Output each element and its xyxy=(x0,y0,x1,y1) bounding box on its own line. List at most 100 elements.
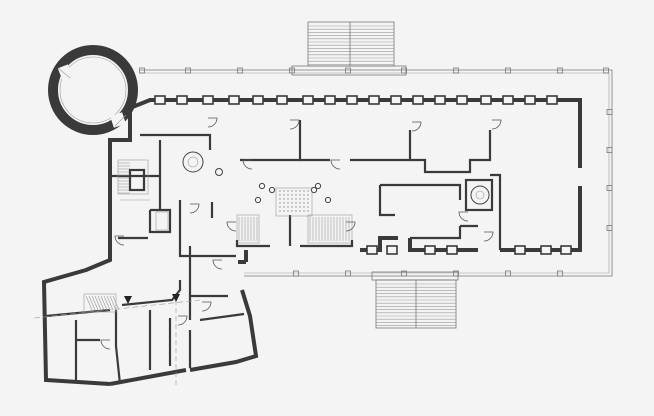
window-reveal xyxy=(560,245,572,255)
landing-dot xyxy=(283,190,285,192)
landing-dot xyxy=(283,198,285,200)
stair-tread xyxy=(112,295,120,311)
door-swing xyxy=(458,211,469,222)
landing-dot xyxy=(287,198,289,200)
window-reveal xyxy=(502,95,514,105)
door-swing xyxy=(411,121,422,132)
landing-dot xyxy=(291,194,293,196)
door-swing xyxy=(345,221,356,232)
column xyxy=(258,182,266,190)
window-reveal xyxy=(514,245,526,255)
window-reveal xyxy=(386,245,398,255)
colonnade-post xyxy=(345,67,351,74)
colonnade-post xyxy=(453,67,459,74)
colonnade-post xyxy=(606,225,613,231)
colonnade-post xyxy=(139,67,145,74)
landing-dot xyxy=(303,206,305,208)
window-reveal xyxy=(540,245,552,255)
landing-dot xyxy=(307,198,309,200)
window-reveal xyxy=(302,95,314,105)
landing-dot xyxy=(307,194,309,196)
landing-dot xyxy=(291,210,293,212)
window-reveal xyxy=(228,95,240,105)
colonnade-post xyxy=(606,147,613,153)
stair-tread xyxy=(94,295,102,311)
landing-dot xyxy=(303,190,305,192)
colonnade-post xyxy=(505,67,511,74)
window-reveal xyxy=(456,95,468,105)
west-wing xyxy=(33,112,259,386)
window-reveal xyxy=(446,245,458,255)
main-hall xyxy=(129,95,582,262)
door-swing xyxy=(226,221,237,232)
landing-dot xyxy=(307,190,309,192)
landing-dot xyxy=(287,194,289,196)
stair-tread xyxy=(103,295,111,311)
landing-dot xyxy=(307,202,309,204)
window-reveal xyxy=(366,245,378,255)
landing-dot xyxy=(303,198,305,200)
window-reveal xyxy=(276,95,288,105)
window-reveal xyxy=(546,95,558,105)
window-reveal xyxy=(434,95,446,105)
landing-dot xyxy=(291,202,293,204)
door-swing xyxy=(177,315,188,326)
landing-dot xyxy=(307,210,309,212)
landing-dot xyxy=(299,198,301,200)
window-reveal xyxy=(202,95,214,105)
landing-dot xyxy=(279,198,281,200)
door-swing xyxy=(212,259,223,270)
landing-dot xyxy=(279,206,281,208)
landing-dot xyxy=(295,202,297,204)
door-swing xyxy=(100,339,111,350)
column xyxy=(324,196,332,204)
landing-dot xyxy=(295,206,297,208)
window-reveal xyxy=(346,95,358,105)
colonnade-post xyxy=(557,67,563,74)
stair-tread xyxy=(106,295,114,311)
window-reveal xyxy=(424,245,436,255)
column xyxy=(254,196,262,204)
landing-dot xyxy=(295,190,297,192)
landing-dot xyxy=(279,190,281,192)
stair-tread xyxy=(100,295,108,311)
column xyxy=(310,186,318,194)
landing-dot xyxy=(283,194,285,196)
landing-dot xyxy=(295,198,297,200)
south-staircase xyxy=(371,271,459,329)
stair-tread xyxy=(97,295,105,311)
window-reveal xyxy=(412,95,424,105)
column xyxy=(268,186,276,194)
landing-dot xyxy=(299,194,301,196)
door-swing xyxy=(201,301,212,312)
door-swing xyxy=(114,235,125,246)
landing-dot xyxy=(303,202,305,204)
landing-dot xyxy=(283,202,285,204)
landing-dot xyxy=(299,190,301,192)
colonnade-post xyxy=(237,67,243,74)
landing-dot xyxy=(295,210,297,212)
landing-dot xyxy=(295,194,297,196)
landing-dot xyxy=(279,194,281,196)
colonnade-post xyxy=(453,270,459,277)
landing-dot xyxy=(303,194,305,196)
colonnade-post xyxy=(606,109,613,115)
column xyxy=(314,182,322,190)
colonnade-post xyxy=(557,270,563,277)
colonnade-post xyxy=(401,67,407,74)
door-swing xyxy=(491,119,502,130)
window-reveal xyxy=(480,95,492,105)
stair-tread xyxy=(91,295,99,311)
door-swings xyxy=(100,117,502,350)
colonnade-post xyxy=(289,67,295,74)
colonnade-post xyxy=(345,270,351,277)
window-reveal xyxy=(252,95,264,105)
landing-dot xyxy=(299,202,301,204)
window-reveal xyxy=(368,95,380,105)
landing-dot xyxy=(283,206,285,208)
landing-dot xyxy=(287,190,289,192)
door-swing xyxy=(289,119,300,130)
landing-dot xyxy=(287,206,289,208)
